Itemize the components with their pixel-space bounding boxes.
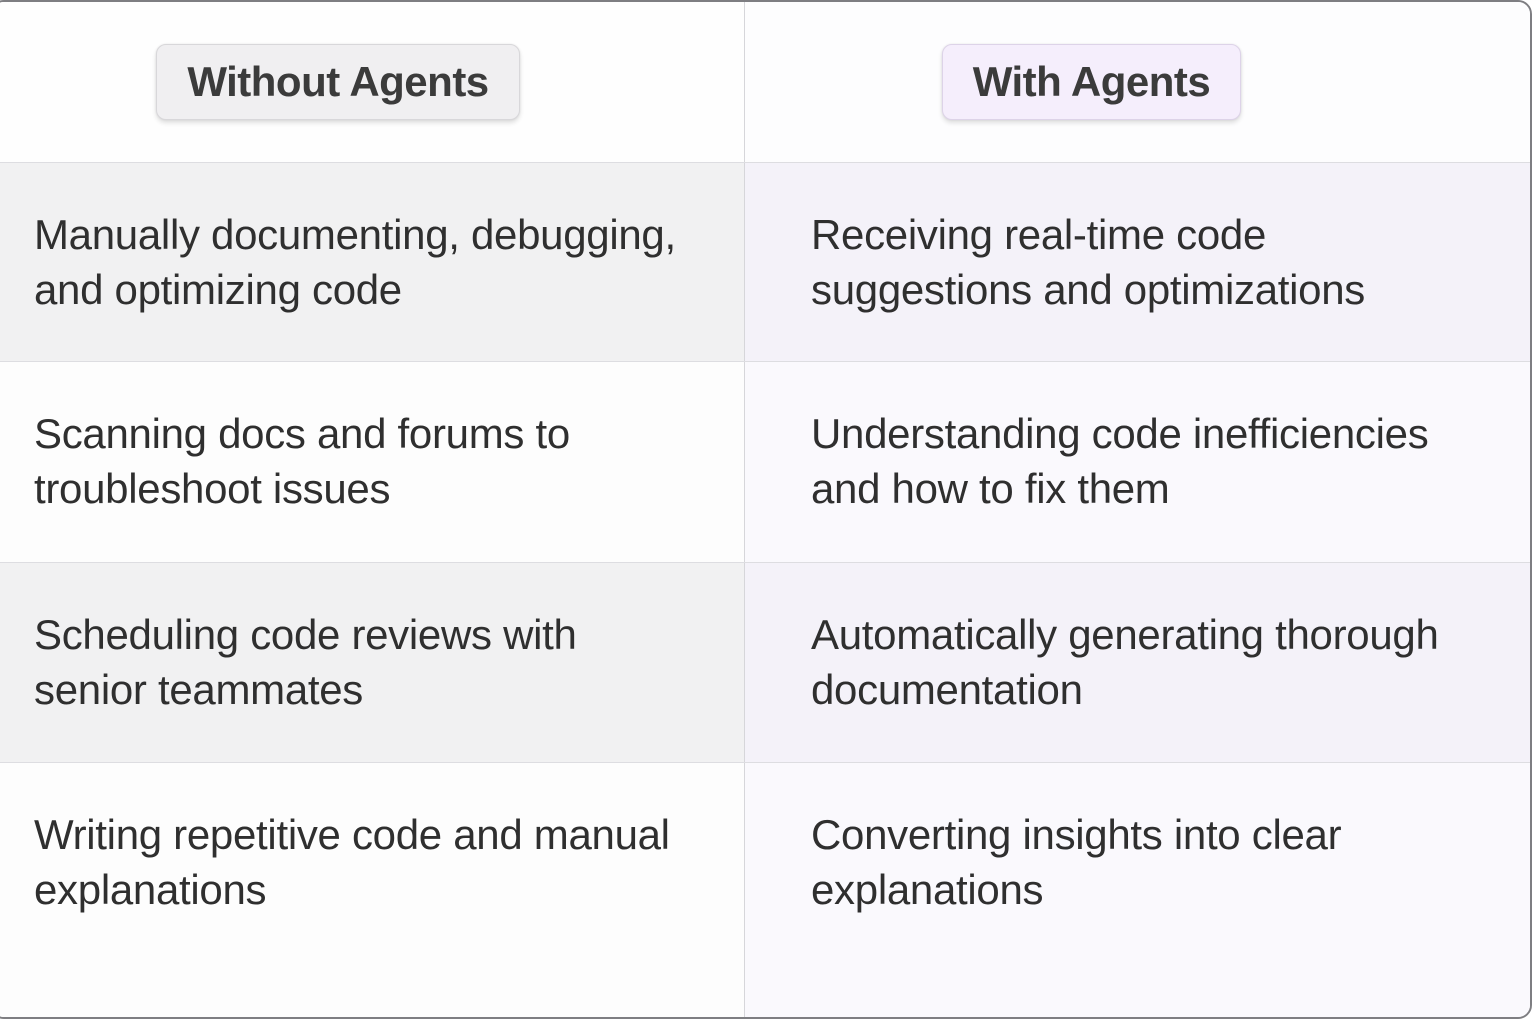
table-row: Scanning docs and forums to troubleshoot… xyxy=(0,361,1530,562)
without-agents-badge: Without Agents xyxy=(156,44,520,120)
cell-text: Receiving real-time code suggestions and… xyxy=(811,211,1365,313)
header-cell-with: With Agents xyxy=(744,2,1530,162)
cell-text: Scheduling code reviews with senior team… xyxy=(34,611,577,713)
cell-text: Automatically generating thorough docume… xyxy=(811,611,1439,713)
cell-text: Scanning docs and forums to troubleshoot… xyxy=(34,410,570,512)
table-row: Manually documenting, debugging, and opt… xyxy=(0,162,1530,361)
cell-with-row2: Understanding code inefficiencies and ho… xyxy=(744,362,1530,562)
cell-text: Converting insights into clear explanati… xyxy=(811,811,1342,913)
header-cell-without: Without Agents xyxy=(0,2,744,162)
cell-with-row3: Automatically generating thorough docume… xyxy=(744,563,1530,762)
cell-with-row4: Converting insights into clear explanati… xyxy=(744,763,1530,1017)
table-row: Scheduling code reviews with senior team… xyxy=(0,562,1530,762)
cell-without-row1: Manually documenting, debugging, and opt… xyxy=(0,163,744,361)
cell-with-row1: Receiving real-time code suggestions and… xyxy=(744,163,1530,361)
cell-text: Manually documenting, debugging, and opt… xyxy=(34,211,676,313)
table-row: Writing repetitive code and manual expla… xyxy=(0,762,1530,1017)
table-header-row: Without Agents With Agents xyxy=(0,2,1530,162)
with-agents-badge: With Agents xyxy=(941,44,1242,120)
cell-text: Writing repetitive code and manual expla… xyxy=(34,811,670,913)
cell-without-row4: Writing repetitive code and manual expla… xyxy=(0,763,744,1017)
cell-without-row3: Scheduling code reviews with senior team… xyxy=(0,563,744,762)
cell-without-row2: Scanning docs and forums to troubleshoot… xyxy=(0,362,744,562)
cell-text: Understanding code inefficiencies and ho… xyxy=(811,410,1429,512)
